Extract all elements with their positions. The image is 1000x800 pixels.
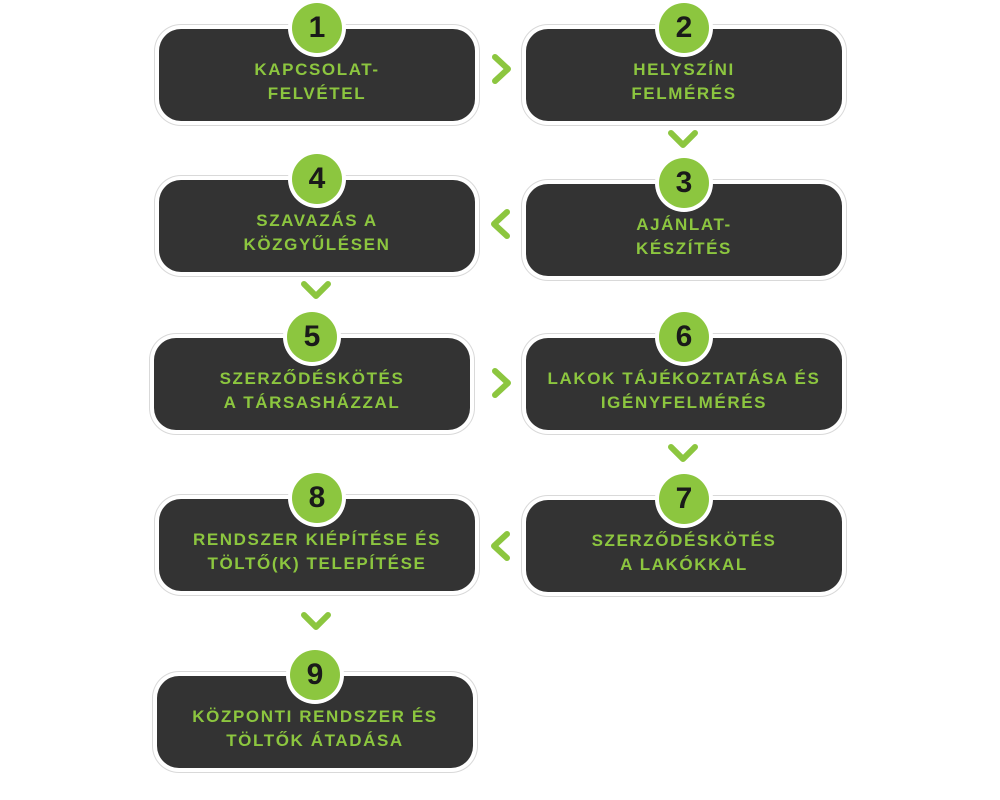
step-1-number: 1 xyxy=(292,3,342,53)
chevron-left-icon xyxy=(484,529,518,563)
step-2-box: 2 HELYSZÍNI FELMÉRÉS xyxy=(526,3,842,121)
step-6-box: 6 LAKOK TÁJÉKOZTATÁSA ÉS IGÉNYFELMÉRÉS xyxy=(526,312,842,430)
step-9-number: 9 xyxy=(290,650,340,700)
chevron-down-icon xyxy=(299,273,333,307)
step-4-label: SZAVAZÁS A KÖZGYŰLÉSEN xyxy=(243,211,391,254)
chevron-down-icon xyxy=(299,604,333,638)
step-4-box: 4 SZAVAZÁS A KÖZGYŰLÉSEN xyxy=(159,154,475,272)
step-8-label: RENDSZER KIÉPÍTÉSE ÉS TÖLTŐ(K) TELEPÍTÉS… xyxy=(192,530,442,573)
step-1-box: 1 KAPCSOLAT- FELVÉTEL xyxy=(159,3,475,121)
step-7-number: 7 xyxy=(659,474,709,524)
step-2-label: HELYSZÍNI FELMÉRÉS xyxy=(631,60,737,103)
step-5-box: 5 SZERZŐDÉSKÖTÉS A TÁRSASHÁZZAL xyxy=(154,312,470,430)
chevron-left-icon xyxy=(484,207,518,241)
step-5-label: SZERZŐDÉSKÖTÉS A TÁRSASHÁZZAL xyxy=(219,369,405,412)
chevron-right-icon xyxy=(484,366,518,400)
step-5-number: 5 xyxy=(287,312,337,362)
step-7-box: 7 SZERZŐDÉSKÖTÉS A LAKÓKKAL xyxy=(526,474,842,592)
step-4-number: 4 xyxy=(292,154,342,204)
step-6-label: LAKOK TÁJÉKOZTATÁSA ÉS IGÉNYFELMÉRÉS xyxy=(547,369,821,412)
step-3-label: AJÁNLAT- KÉSZÍTÉS xyxy=(636,215,732,258)
step-3-number: 3 xyxy=(659,158,709,208)
chevron-right-icon xyxy=(484,52,518,86)
step-3-box: 3 AJÁNLAT- KÉSZÍTÉS xyxy=(526,158,842,276)
step-8-number: 8 xyxy=(292,473,342,523)
step-8-box: 8 RENDSZER KIÉPÍTÉSE ÉS TÖLTŐ(K) TELEPÍT… xyxy=(159,473,475,591)
chevron-down-icon xyxy=(666,122,700,156)
step-9-label: KÖZPONTI RENDSZER ÉS TÖLTŐK ÁTADÁSA xyxy=(192,707,438,750)
step-2-number: 2 xyxy=(659,3,709,53)
step-7-label: SZERZŐDÉSKÖTÉS A LAKÓKKAL xyxy=(591,531,777,574)
chevron-down-icon xyxy=(666,436,700,470)
step-6-number: 6 xyxy=(659,312,709,362)
step-9-box: 9 KÖZPONTI RENDSZER ÉS TÖLTŐK ÁTADÁSA xyxy=(157,650,473,768)
step-1-label: KAPCSOLAT- FELVÉTEL xyxy=(254,60,380,103)
